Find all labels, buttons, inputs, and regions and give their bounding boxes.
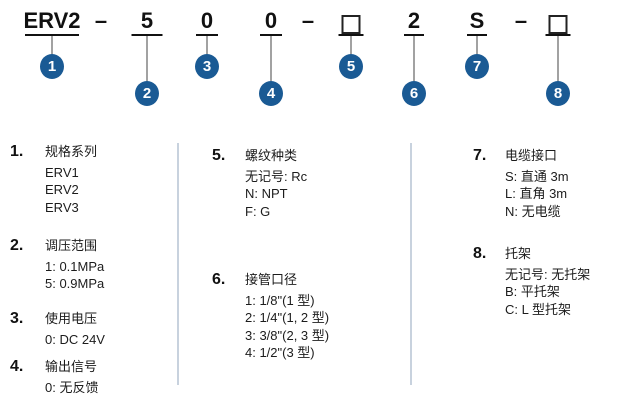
section-item: F: G bbox=[245, 203, 271, 219]
section-item: 0: DC 24V bbox=[45, 331, 105, 347]
section-item: N: NPT bbox=[245, 186, 288, 201]
section-number: 5. bbox=[212, 147, 226, 164]
section-number: 3. bbox=[10, 310, 24, 327]
placeholder-box bbox=[548, 15, 568, 34]
segment-underline bbox=[25, 34, 79, 36]
section-number: 2. bbox=[10, 237, 24, 254]
section-item: L: 直角 3m bbox=[505, 186, 568, 201]
segment-underline bbox=[467, 34, 487, 36]
segment-underline bbox=[545, 34, 571, 36]
section-item: C: L 型托架 bbox=[505, 301, 571, 317]
section-title: 输出信号 bbox=[45, 359, 98, 374]
placeholder-box bbox=[341, 15, 361, 34]
callout-badge-4: 4 bbox=[259, 81, 283, 106]
section-item: ERV2 bbox=[45, 182, 79, 197]
section-body: 托架无记号: 无托架 B: 平托架 C: L 型托架 bbox=[505, 245, 590, 318]
legend-section-7: 7. 电缆接口 S: 直通 3m L: 直角 3m N: 无电缆 bbox=[473, 147, 569, 220]
callout-line bbox=[51, 36, 53, 56]
code-segment: 0 bbox=[200, 8, 214, 33]
callout-line bbox=[206, 36, 208, 56]
legend-section-8: 8. 托架无记号: 无托架 B: 平托架 C: L 型托架 bbox=[473, 245, 590, 318]
section-number: 7. bbox=[473, 147, 487, 164]
code-segment: 2 bbox=[407, 8, 421, 33]
segment-underline bbox=[404, 34, 424, 36]
section-title: 电缆接口 bbox=[505, 148, 558, 163]
section-body: 电缆接口 S: 直通 3m L: 直角 3m N: 无电缆 bbox=[505, 147, 569, 220]
callout-line bbox=[146, 36, 148, 83]
legend-section-5: 5. 螺纹种类无记号: Rc N: NPT F: G bbox=[212, 147, 307, 220]
callout-line bbox=[476, 36, 478, 56]
section-title: 托架 bbox=[505, 246, 532, 261]
section-item: ERV3 bbox=[45, 199, 79, 215]
section-body: 输出信号 0: 无反馈 bbox=[45, 358, 98, 396]
code-segment: S bbox=[469, 8, 485, 33]
section-item: ERV1 bbox=[45, 164, 79, 180]
section-number: 1. bbox=[10, 143, 24, 160]
callout-badge-1: 1 bbox=[40, 54, 64, 79]
code-segment: 0 bbox=[264, 8, 278, 33]
section-item: S: 直通 3m bbox=[505, 168, 569, 184]
legend-section-4: 4. 输出信号 0: 无反馈 bbox=[10, 358, 98, 396]
section-item: 1: 1/8"(1 型) bbox=[245, 292, 315, 308]
section-number: 8. bbox=[473, 245, 487, 262]
section-title: 调压范围 bbox=[45, 238, 98, 253]
section-item: 无记号: Rc bbox=[245, 168, 308, 184]
code-separator: – bbox=[94, 8, 108, 33]
callout-line bbox=[350, 36, 352, 56]
segment-underline bbox=[131, 34, 163, 36]
section-item: B: 平托架 bbox=[505, 284, 560, 299]
callout-badge-3: 3 bbox=[195, 54, 219, 79]
section-item: N: 无电缆 bbox=[505, 203, 561, 219]
code-segment: 5 bbox=[140, 8, 154, 33]
section-title: 接管口径 bbox=[245, 272, 298, 287]
section-item: 5: 0.9MPa bbox=[45, 276, 105, 291]
legend-section-6: 6. 接管口径 1: 1/8"(1 型) 2: 1/4"(1, 2 型) 3: 3/8"… bbox=[212, 271, 329, 362]
legend-section-3: 3. 使用电压 0: DC 24V bbox=[10, 310, 105, 348]
section-number: 4. bbox=[10, 358, 24, 375]
callout-badge-6: 6 bbox=[402, 81, 426, 106]
section-body: 使用电压 0: DC 24V bbox=[45, 310, 105, 348]
section-title: 规格系列 bbox=[45, 144, 98, 159]
column-divider bbox=[177, 143, 179, 385]
callout-line bbox=[270, 36, 272, 83]
segment-underline bbox=[260, 34, 282, 36]
section-number: 6. bbox=[212, 271, 226, 288]
code-separator: – bbox=[301, 8, 315, 33]
legend-section-2: 2. 调压范围 1: 0.1MPa 5: 0.9MPa bbox=[10, 237, 104, 293]
callout-badge-8: 8 bbox=[546, 81, 570, 106]
column-divider bbox=[410, 143, 412, 385]
section-body: 接管口径 1: 1/8"(1 型) 2: 1/4"(1, 2 型) 3: 3/8"(2… bbox=[245, 271, 329, 362]
section-item: 1: 0.1MPa bbox=[45, 258, 105, 274]
callout-badge-5: 5 bbox=[339, 54, 363, 79]
section-item: 3: 3/8"(2, 3 型) bbox=[245, 327, 330, 343]
section-body: 调压范围 1: 0.1MPa 5: 0.9MPa bbox=[45, 237, 104, 293]
section-item: 0: 无反馈 bbox=[45, 379, 99, 395]
callout-badge-7: 7 bbox=[465, 54, 489, 79]
code-segment: ERV2 bbox=[23, 8, 81, 33]
callout-line bbox=[557, 36, 559, 83]
callout-line bbox=[413, 36, 415, 83]
callout-badge-2: 2 bbox=[135, 81, 159, 106]
section-title: 螺纹种类 bbox=[245, 148, 298, 163]
section-body: 螺纹种类无记号: Rc N: NPT F: G bbox=[245, 147, 307, 220]
section-item: 2: 1/4"(1, 2 型) bbox=[245, 310, 330, 325]
code-separator: – bbox=[514, 8, 528, 33]
section-title: 使用电压 bbox=[45, 311, 98, 326]
segment-underline bbox=[338, 34, 364, 36]
section-item: 无记号: 无托架 bbox=[505, 266, 591, 282]
segment-underline bbox=[196, 34, 218, 36]
section-item: 4: 1/2"(3 型) bbox=[245, 345, 315, 360]
